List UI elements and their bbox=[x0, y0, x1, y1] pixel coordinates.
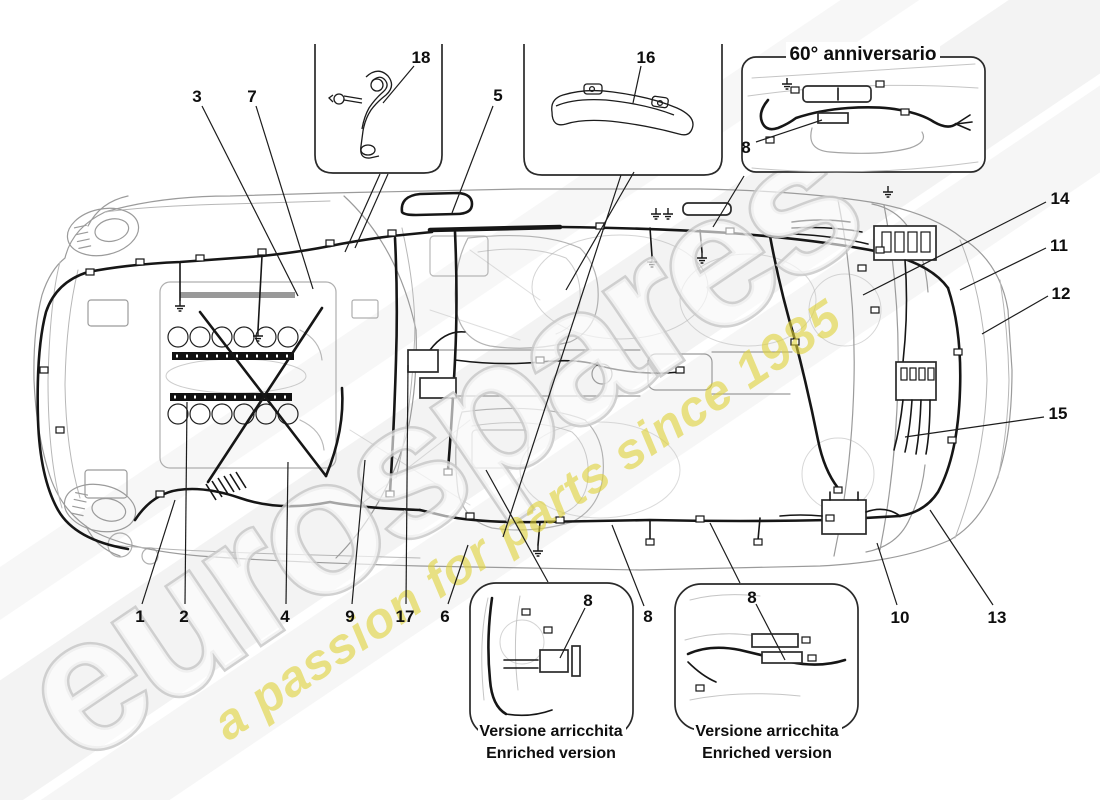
svg-text:3: 3 bbox=[192, 87, 201, 106]
inset-anniversary-box: 60° anniversario bbox=[741, 42, 986, 173]
car-body-outline bbox=[33, 188, 1013, 571]
enriched-left-caption-it: Versione arricchita bbox=[479, 723, 622, 740]
inset-bracket-box bbox=[314, 44, 443, 174]
callout-9: 9 bbox=[345, 459, 366, 626]
svg-text:13: 13 bbox=[988, 608, 1007, 627]
enriched-right-caption-it: Versione arricchita bbox=[695, 723, 838, 740]
svg-text:4: 4 bbox=[280, 607, 290, 626]
callout-16: 16 bbox=[632, 48, 656, 104]
callout-7: 7 bbox=[247, 87, 314, 290]
callout-11: 11 bbox=[959, 236, 1068, 291]
callout-13: 13 bbox=[929, 509, 1007, 627]
cylinder-bank-front bbox=[167, 326, 299, 348]
enriched-right-caption-en: Enriched version bbox=[702, 745, 832, 762]
wiring-harness bbox=[36, 185, 963, 557]
enriched-left-caption-en: Enriched version bbox=[486, 745, 616, 762]
inset-enriched-left: Versione arricchita Enriched version bbox=[469, 582, 634, 762]
inset-enriched-right: Versione arricchita Enriched version bbox=[674, 583, 859, 762]
callout-17: 17 bbox=[396, 364, 415, 626]
callout-5: 5 bbox=[451, 86, 503, 214]
svg-text:6: 6 bbox=[440, 607, 449, 626]
callout-8d: 8 bbox=[747, 588, 786, 661]
callouts: 1 2 3 4 5 6 7 8 8 8 bbox=[135, 48, 1071, 661]
callout-10: 10 bbox=[876, 542, 910, 627]
callout-6: 6 bbox=[440, 544, 469, 626]
svg-text:10: 10 bbox=[891, 608, 910, 627]
callout-1: 1 bbox=[135, 499, 176, 626]
svg-text:17: 17 bbox=[396, 607, 415, 626]
svg-text:8: 8 bbox=[583, 591, 592, 610]
svg-text:8: 8 bbox=[747, 588, 756, 607]
svg-text:15: 15 bbox=[1049, 404, 1068, 423]
svg-text:14: 14 bbox=[1051, 189, 1070, 208]
relay-slots bbox=[881, 231, 931, 253]
enriched-right-caption-bg bbox=[694, 722, 842, 740]
bracket-part bbox=[328, 70, 393, 159]
callout-8a: 8 bbox=[741, 119, 823, 157]
callout-12: 12 bbox=[981, 284, 1071, 335]
callout-14: 14 bbox=[862, 189, 1070, 296]
callout-2: 2 bbox=[179, 401, 189, 626]
inset-cover-box bbox=[523, 44, 723, 176]
cover-part bbox=[551, 83, 694, 136]
callout-15: 15 bbox=[904, 404, 1068, 438]
callout-4: 4 bbox=[280, 461, 290, 626]
headlight-units bbox=[63, 207, 140, 533]
anniversary-content bbox=[747, 63, 979, 173]
svg-text:5: 5 bbox=[493, 86, 502, 105]
svg-text:2: 2 bbox=[179, 607, 188, 626]
corrugated-boot bbox=[205, 471, 247, 501]
callout-8b: 8 bbox=[611, 524, 653, 626]
svg-text:7: 7 bbox=[247, 87, 256, 106]
anniversary-title: 60° anniversario bbox=[789, 44, 936, 65]
svg-text:18: 18 bbox=[412, 48, 431, 67]
svg-text:1: 1 bbox=[135, 607, 144, 626]
anniversary-title-bg bbox=[786, 42, 940, 64]
svg-text:9: 9 bbox=[345, 607, 354, 626]
fuse-slots bbox=[900, 367, 935, 381]
reference-lines bbox=[344, 171, 745, 584]
svg-text:12: 12 bbox=[1052, 284, 1071, 303]
enriched-left-caption-bg bbox=[478, 722, 626, 740]
svg-text:8: 8 bbox=[643, 607, 652, 626]
callout-8c: 8 bbox=[559, 591, 593, 659]
callout-18: 18 bbox=[382, 48, 431, 104]
svg-text:11: 11 bbox=[1050, 236, 1068, 255]
svg-text:8: 8 bbox=[741, 138, 750, 157]
svg-text:16: 16 bbox=[637, 48, 656, 67]
callout-3: 3 bbox=[192, 87, 299, 297]
